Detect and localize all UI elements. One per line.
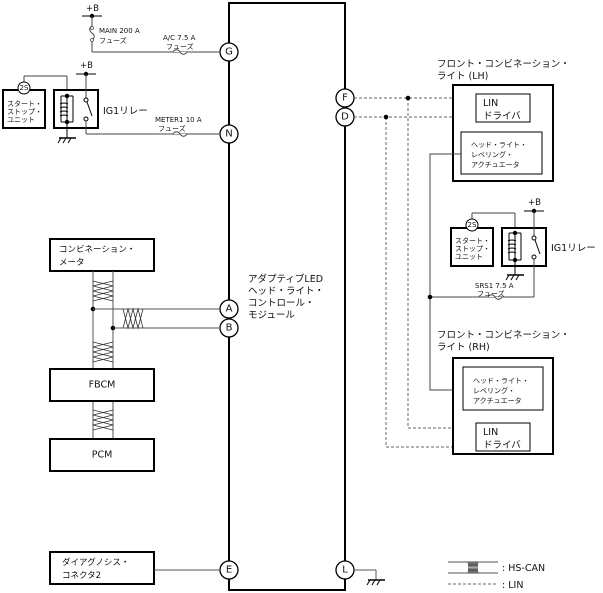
actuator-power-line [429, 153, 534, 391]
module-label-4: モジュール [248, 310, 295, 321]
plus-b-label-1: +B [86, 4, 99, 14]
pin-g: G [219, 42, 239, 62]
svg-text:フロント・コンビネーション・: フロント・コンビネーション・ [437, 330, 570, 341]
fbcm-box: FBCM [49, 368, 155, 402]
main-fuse-label: MAIN 200 A [99, 27, 140, 35]
combination-meter: コンビネーション・ メータ [49, 238, 155, 272]
lin-driver-lh [475, 93, 531, 123]
svg-text:フロント・コンビネーション・: フロント・コンビネーション・ [437, 59, 570, 70]
svg-text:FBCM: FBCM [89, 380, 116, 391]
svg-text:A: A [226, 304, 233, 315]
svg-text:ヘッド・ライト・: ヘッド・ライト・ [471, 141, 527, 149]
svg-text:ドライバ: ドライバ [483, 111, 521, 122]
diagnosis-connector: ダイアグノシス・ コネクタ2 [49, 551, 220, 585]
hs-can-bus [90, 271, 220, 438]
meter-fuse-label: METER1 10 A [155, 116, 202, 124]
svg-text:アクチュエータ: アクチュエータ [473, 396, 522, 405]
start-stop-label-2: ストップ・ [7, 108, 42, 116]
srs-fuse-label: SRS1 7.5 A [475, 282, 514, 290]
ac-fuse-icon [172, 49, 188, 55]
pin-n: N [219, 124, 239, 144]
svg-text:LIN: LIN [483, 98, 498, 109]
ig1-relay-right: +B IG1リレー SRS1 7.5 A フューズ [475, 198, 596, 300]
svg-text:レベリング・: レベリング・ [471, 150, 513, 159]
ac-fuse-label-2: フューズ [166, 42, 194, 51]
start-stop-unit-left: 2S スタート・ ストップ・ ユニット [2, 75, 68, 129]
svg-text:ダイアグノシス・: ダイアグノシス・ [62, 557, 129, 568]
svg-text:LIN: LIN [483, 427, 498, 438]
relay-switch-icon [86, 101, 93, 117]
pcm-box: PCM [49, 438, 155, 472]
start-stop-badge-right: 2S [468, 221, 477, 229]
ac-fuse-label: A/C 7.5 A [163, 34, 196, 42]
front-combination-light-rh: フロント・コンビネーション・ ライト (RH) ヘッド・ライト・ レベリング・ … [437, 330, 570, 455]
start-stop-badge: 2S [20, 84, 29, 92]
svg-text:ユニット: ユニット [455, 253, 483, 261]
svg-text:L: L [342, 565, 348, 576]
plus-b-label-2: +B [80, 61, 93, 71]
svg-text:コンビネーション・: コンビネーション・ [59, 245, 135, 255]
module-label-3: コントロール・ [248, 298, 315, 309]
pin-l: L [335, 560, 385, 586]
start-stop-unit-right: 2S スタート・ ストップ・ ユニット [450, 212, 516, 267]
svg-text:レベリング・: レベリング・ [473, 386, 515, 395]
pin-d: D [335, 107, 355, 127]
relay-coil-icon [507, 239, 517, 254]
svg-text:スタート・: スタート・ [455, 236, 490, 245]
svg-text:G: G [225, 47, 233, 58]
twisted-pair-icon [122, 307, 144, 330]
meter-fuse-label-2: フューズ [158, 124, 186, 133]
pin-f: F [335, 88, 355, 108]
meter-fuse-icon [172, 131, 188, 137]
svg-text:PCM: PCM [92, 450, 113, 461]
relay-switch-icon [534, 239, 541, 255]
svg-text:E: E [226, 565, 232, 576]
legend: : HS-CAN : LIN [448, 561, 545, 591]
svg-text:ライト (RH): ライト (RH) [437, 342, 490, 353]
svg-text:コネクタ2: コネクタ2 [62, 571, 101, 581]
legend-hs-can: : HS-CAN [502, 563, 545, 574]
adaptive-led-module-box [228, 2, 346, 591]
pin-a: A [219, 299, 239, 319]
module-label-2: ヘッド・ライト・ [248, 286, 324, 297]
svg-text:ドライバ: ドライバ [483, 440, 521, 451]
leveling-actuator-rh [462, 366, 544, 411]
twisted-pair-icon [92, 409, 114, 431]
srs-fuse-icon [487, 294, 503, 300]
svg-text:ヘッド・ライト・: ヘッド・ライト・ [473, 377, 529, 385]
pin-e: E [219, 560, 239, 580]
legend-lin: : LIN [502, 580, 523, 591]
ig1-relay-label-right: IG1リレー [551, 243, 596, 254]
module-label-1: アダプティブLED [248, 273, 323, 285]
main-power-branch: +B MAIN 200 A フューズ A/C 7.5 A フューズ [82, 4, 219, 55]
svg-text:B: B [226, 323, 233, 334]
twisted-pair-icon [92, 280, 114, 302]
lin-driver-rh [475, 422, 531, 452]
ig1-relay-label-left: IG1リレー [103, 106, 148, 117]
ig1-relay-left: +B IG1リレー METER1 10 A フューズ [53, 61, 219, 144]
plus-b-label-3: +B [528, 198, 541, 208]
start-stop-label-3: ユニット [7, 116, 35, 124]
twisted-pair-icon [92, 341, 114, 363]
pin-b: B [219, 318, 239, 338]
svg-text:ストップ・: ストップ・ [455, 245, 490, 253]
start-stop-label-1: スタート・ [7, 99, 42, 108]
svg-text:ライト (LH): ライト (LH) [437, 71, 488, 82]
svg-text:D: D [341, 112, 349, 123]
main-fuse-label-2: フューズ [99, 36, 127, 45]
srs-fuse-label-2: フューズ [477, 289, 505, 298]
svg-text:メータ: メータ [59, 258, 85, 268]
leveling-actuator-lh [460, 131, 543, 175]
front-combination-light-lh: フロント・コンビネーション・ ライト (LH) LIN ドライバ ヘッド・ライト… [437, 59, 570, 182]
hs-can-legend-icon [467, 561, 479, 574]
svg-text:F: F [342, 93, 348, 104]
svg-text:N: N [225, 129, 232, 140]
relay-coil-icon [59, 102, 69, 117]
svg-text:アクチュエータ: アクチュエータ [471, 160, 520, 169]
